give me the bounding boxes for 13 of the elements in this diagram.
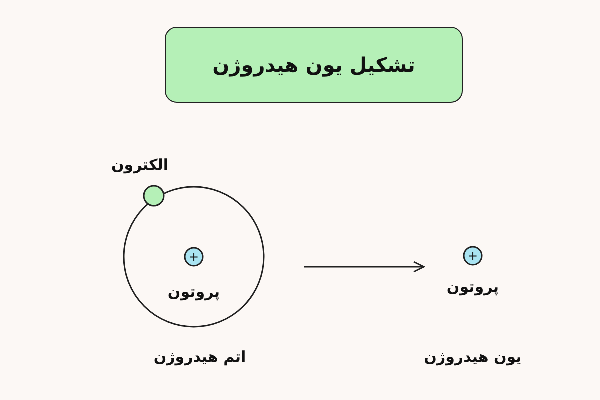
electron-label: الکترون: [111, 156, 169, 174]
plus-sign: +: [188, 249, 200, 266]
orbit-circle: [123, 186, 265, 328]
plus-sign: +: [466, 248, 480, 265]
atom-caption: اتم هیدروژن: [154, 348, 246, 366]
proton-circle: [463, 246, 483, 266]
ion-caption: یون هیدروژن: [424, 348, 522, 366]
arrow: [304, 261, 425, 273]
title-box: تشکیل یون هیدروژن: [165, 27, 463, 103]
proton-circle: [184, 247, 204, 267]
proton-label: پروتون: [168, 283, 220, 301]
electron-circle: [143, 185, 165, 207]
proton-label: پروتون: [446, 278, 500, 296]
